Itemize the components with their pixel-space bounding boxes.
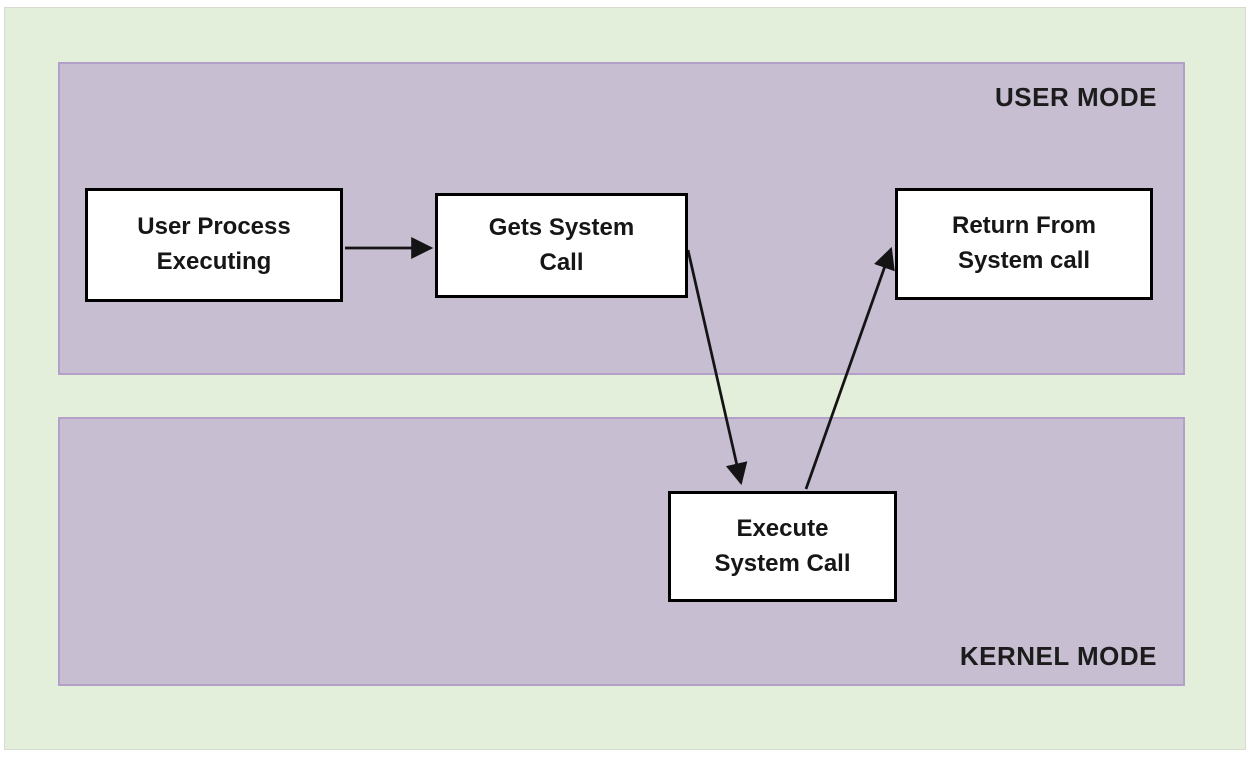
node-return-from-system-call-label: Return From System call <box>952 212 1096 274</box>
user-mode-label: USER MODE <box>995 82 1157 112</box>
kernel-mode-band: KERNEL MODE <box>58 417 1185 686</box>
kernel-mode-label: KERNEL MODE <box>959 641 1157 671</box>
node-gets-system-call: Gets System Call <box>435 193 688 298</box>
node-gets-system-call-label: Gets System Call <box>488 213 635 276</box>
node-user-process-executing: User Process Executing <box>85 188 343 302</box>
node-user-process-executing-label: User Process Executing <box>137 213 291 275</box>
node-return-from-system-call: Return From System call <box>895 188 1153 300</box>
node-execute-system-call: Execute System Call <box>668 491 897 602</box>
node-execute-system-call-label: Execute System Call <box>714 514 851 577</box>
